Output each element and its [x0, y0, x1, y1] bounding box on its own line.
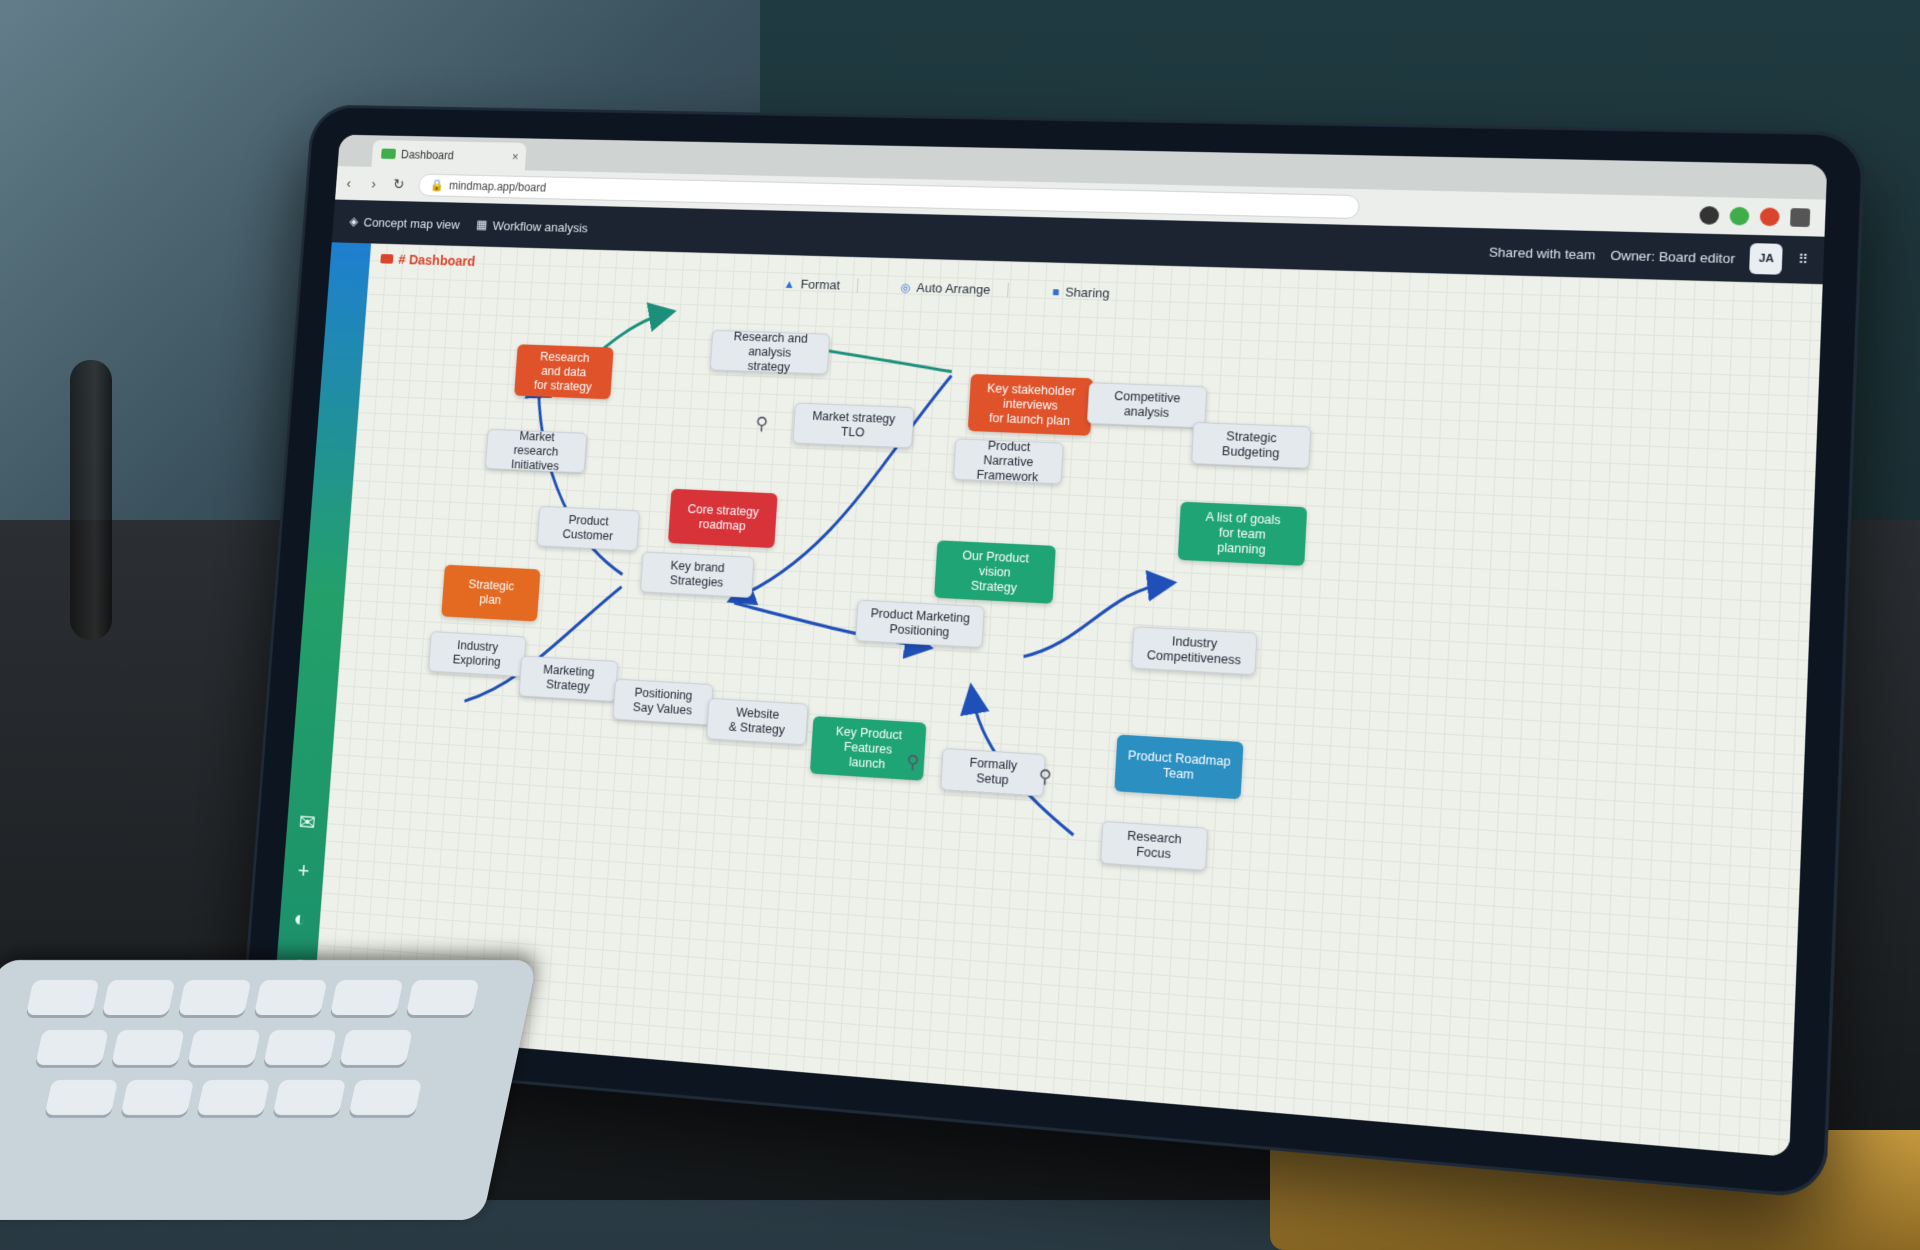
tab-title: Dashboard — [401, 148, 455, 162]
map-icon: ◈ — [349, 214, 359, 229]
drag-handle-icon[interactable]: ⚲ — [755, 414, 769, 435]
keyboard-key — [329, 980, 403, 1018]
mindmap-node[interactable]: Key stakeholder interviews for launch pl… — [968, 374, 1094, 436]
keyboard-key — [35, 1030, 109, 1068]
desk-lamp — [70, 360, 112, 640]
plus-icon[interactable]: + — [283, 857, 325, 885]
mindmap-node[interactable]: Strategic Budgeting — [1191, 422, 1311, 469]
header-item-workflow[interactable]: ▦ Workflow analysis — [476, 217, 589, 235]
mindmap-node[interactable]: Product Narrative Framework — [953, 438, 1064, 484]
keyboard-key — [44, 1080, 118, 1118]
menu-icon[interactable] — [1790, 208, 1810, 227]
mindmap-node[interactable]: Product Marketing Positioning — [855, 600, 985, 648]
keyboard-key — [25, 980, 99, 1018]
flow-icon: ▦ — [476, 217, 488, 232]
mindmap-node[interactable]: Marketing Strategy — [519, 656, 619, 702]
keyboard-key — [339, 1030, 413, 1068]
header-right: Shared with team Owner: Board editor JA … — [1488, 236, 1809, 275]
lock-icon: 🔒 — [430, 179, 444, 192]
header-item-concept-map[interactable]: ◈ Concept map view — [349, 214, 461, 232]
owner-label[interactable]: Owner: Board editor — [1610, 247, 1735, 266]
extension-icon[interactable] — [1729, 207, 1749, 226]
keyboard — [0, 960, 538, 1220]
mindmap-node[interactable]: Industry Competitiveness — [1131, 626, 1257, 675]
extension-icon[interactable] — [1760, 207, 1780, 226]
mindmap-node[interactable]: Market research Initiatives — [485, 429, 587, 473]
mindmap-node[interactable]: Product Customer — [537, 506, 640, 551]
palette-icon[interactable]: ◐ — [279, 905, 321, 933]
keyboard-key — [177, 980, 251, 1018]
mindmap-node[interactable]: A list of goals for team planning — [1178, 502, 1307, 566]
mindmap-node[interactable]: Research and data for strategy — [514, 344, 614, 399]
keyboard-key — [405, 980, 479, 1018]
mindmap-node[interactable]: Key brand Strategies — [640, 551, 754, 598]
keyboard-key — [111, 1030, 185, 1068]
keyboard-key — [348, 1080, 422, 1118]
avatar[interactable]: JA — [1750, 243, 1784, 275]
reload-icon[interactable]: ↻ — [386, 176, 412, 193]
mindmap-node[interactable]: Website & Strategy — [706, 698, 808, 745]
keyboard-key — [263, 1030, 337, 1068]
mindmap-node[interactable]: Core strategy roadmap — [668, 489, 778, 548]
mindmap-node[interactable]: Research and analysis strategy — [710, 330, 830, 375]
extension-icon[interactable] — [1699, 206, 1719, 225]
mindmap-node[interactable]: Industry Exploring — [428, 631, 527, 677]
browser-tab[interactable]: Dashboard × — [371, 140, 526, 170]
close-icon[interactable]: × — [512, 150, 519, 163]
drag-handle-icon[interactable]: ⚲ — [1038, 766, 1052, 788]
keyboard-key — [101, 980, 175, 1018]
keyboard-key — [196, 1080, 270, 1118]
mindmap-node[interactable]: Our Product vision Strategy — [934, 540, 1056, 604]
mindmap-node[interactable]: Formally Setup — [940, 748, 1046, 797]
chat-icon[interactable]: ✉ — [286, 809, 328, 837]
mindmap-node[interactable]: Competitive analysis — [1087, 382, 1208, 428]
mindmap-canvas[interactable]: # Dashboard ▲Format ◎Auto Arrange ■Shari… — [312, 243, 1823, 1157]
drag-handle-icon[interactable]: ⚲ — [906, 752, 920, 774]
keyboard-key — [120, 1080, 194, 1118]
keyboard-key — [272, 1080, 346, 1118]
keyboard-key — [187, 1030, 261, 1068]
mindmap-node[interactable]: Market strategy TLO — [792, 403, 914, 449]
forward-icon[interactable]: › — [361, 176, 387, 192]
mindmap-node[interactable]: Research Focus — [1100, 821, 1208, 871]
mindmap-node[interactable]: Strategic plan — [441, 565, 540, 622]
grid-menu-icon[interactable]: ⠿ — [1798, 252, 1809, 269]
url-text: mindmap.app/board — [449, 179, 547, 194]
keyboard-key — [253, 980, 327, 1018]
favicon-icon — [381, 148, 396, 159]
share-status[interactable]: Shared with team — [1489, 244, 1596, 262]
mindmap-node[interactable]: Product Roadmap Team — [1114, 734, 1243, 799]
mindmap-node[interactable]: Positioning Say Values — [612, 679, 713, 726]
back-icon[interactable]: ‹ — [336, 175, 362, 191]
